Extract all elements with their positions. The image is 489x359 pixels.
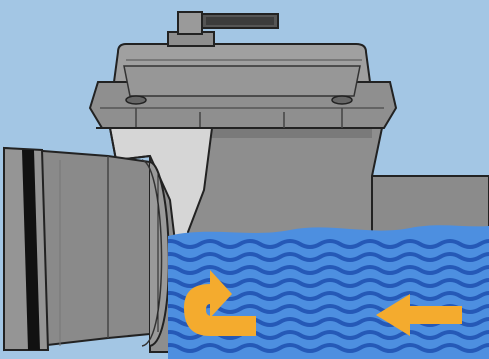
bolt-right [332,96,352,104]
lid [90,44,396,128]
bolt-left [126,96,146,104]
inlet-pipe-coupling [4,148,169,350]
